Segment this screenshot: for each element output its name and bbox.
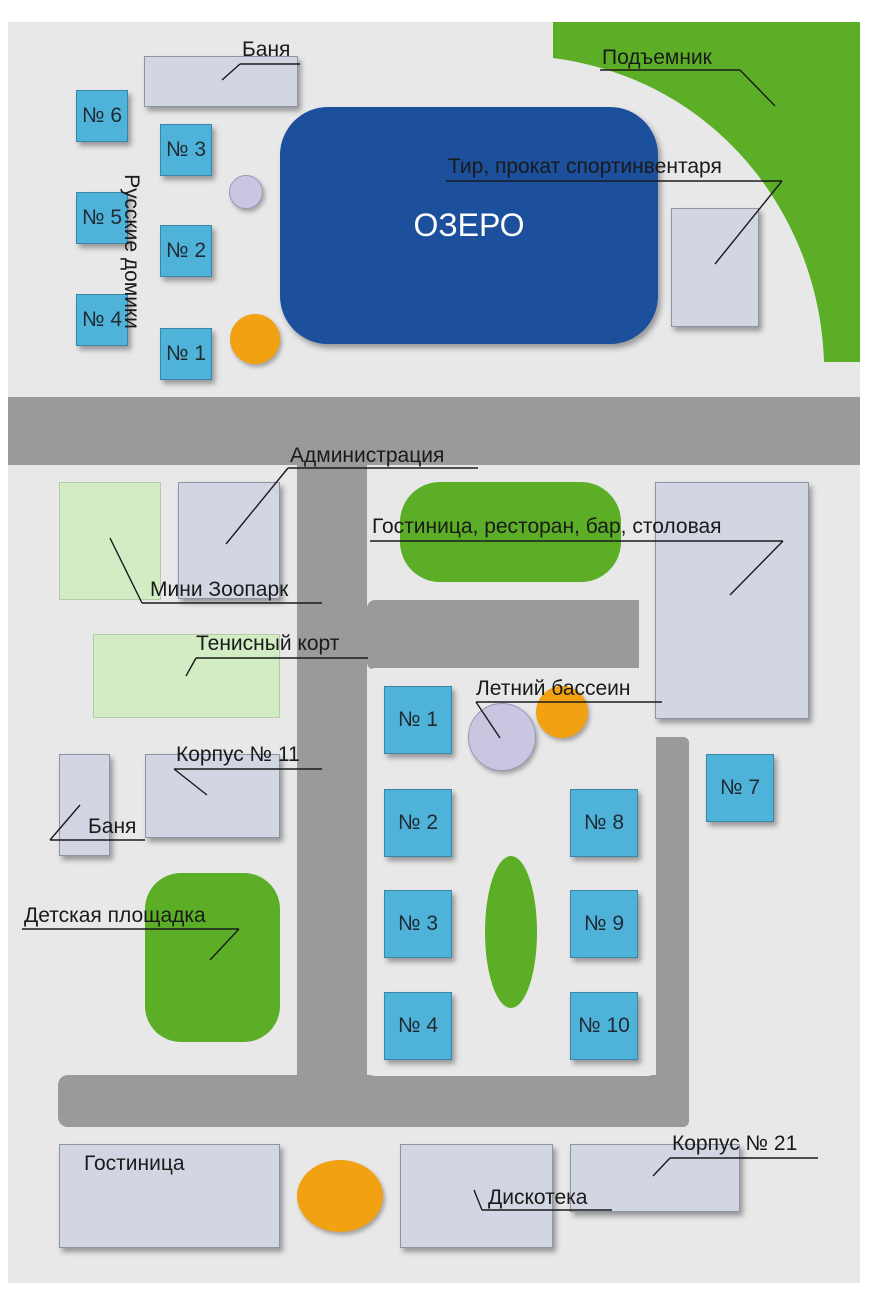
central-lawn-oval bbox=[485, 856, 537, 1008]
label-administration: Администрация bbox=[290, 444, 445, 467]
korpus-21-building bbox=[570, 1144, 740, 1212]
label-korpus-11: Корпус № 11 bbox=[176, 743, 300, 766]
cottage-center-1: № 1 bbox=[384, 686, 452, 754]
pool-orange-circle bbox=[536, 686, 588, 738]
lake-label: ОЗЕРО bbox=[413, 207, 525, 243]
hotel-bottom-building bbox=[59, 1144, 280, 1248]
main-road bbox=[8, 397, 860, 465]
shooting-range-building bbox=[671, 208, 759, 327]
label-korpus-21: Корпус № 21 bbox=[672, 1132, 798, 1155]
cottage-top-6: № 6 bbox=[76, 90, 128, 142]
hotel-restaurant-lawn bbox=[400, 482, 621, 582]
label-banya-top: Баня bbox=[242, 38, 291, 61]
label-disco: Дискотека bbox=[488, 1186, 588, 1209]
small-circle-lavender bbox=[229, 175, 263, 209]
hotel-large-building bbox=[655, 482, 809, 719]
label-hotel-restaurant: Гостиница, ресторан, бар, столовая bbox=[372, 515, 722, 538]
label-mini-zoo: Мини Зоопарк bbox=[150, 578, 289, 601]
cottage-center-10: № 10 bbox=[570, 992, 638, 1060]
label-shooting: Тир, прокат спортинвентаря bbox=[448, 155, 722, 178]
cottage-top-2: № 2 bbox=[160, 225, 212, 277]
banya-top-building bbox=[144, 56, 298, 107]
label-playground: Детская площадка bbox=[24, 904, 206, 927]
lake: ОЗЕРО bbox=[280, 107, 658, 344]
road-bottom bbox=[58, 1075, 688, 1127]
korpus-11-building bbox=[145, 754, 280, 838]
label-lift: Подъемник bbox=[602, 46, 712, 69]
label-russian-houses: Русские домики bbox=[119, 174, 143, 329]
disco-building bbox=[400, 1144, 553, 1248]
road-vertical-left bbox=[297, 465, 367, 1075]
summer-pool bbox=[468, 703, 536, 771]
cottage-center-9: № 9 bbox=[570, 890, 638, 958]
lift-slope bbox=[553, 22, 860, 362]
road-right bbox=[656, 737, 689, 1127]
label-hotel-bottom: Гостиница bbox=[84, 1152, 185, 1175]
bottom-orange-circle bbox=[297, 1160, 383, 1232]
banya-left-building bbox=[59, 754, 110, 856]
label-summer-pool: Летний бассеин bbox=[476, 677, 631, 700]
road-center-top bbox=[367, 600, 639, 670]
cottage-center-4: № 4 bbox=[384, 992, 452, 1060]
cottage-top-1: № 1 bbox=[160, 328, 212, 380]
cottage-center-2: № 2 bbox=[384, 789, 452, 857]
small-circle-orange bbox=[230, 314, 280, 364]
label-banya-left: Баня bbox=[88, 815, 137, 838]
cottage-center-3: № 3 bbox=[384, 890, 452, 958]
label-tennis: Тенисный корт bbox=[196, 632, 340, 655]
cottage-center-8: № 8 bbox=[570, 789, 638, 857]
cottage-top-3: № 3 bbox=[160, 124, 212, 176]
playground-area bbox=[145, 873, 280, 1042]
cottage-center-7: № 7 bbox=[706, 754, 774, 822]
cottage-top-5: № 5 bbox=[76, 192, 128, 244]
mini-zoo-area bbox=[59, 482, 161, 600]
cottage-top-4: № 4 bbox=[76, 294, 128, 346]
